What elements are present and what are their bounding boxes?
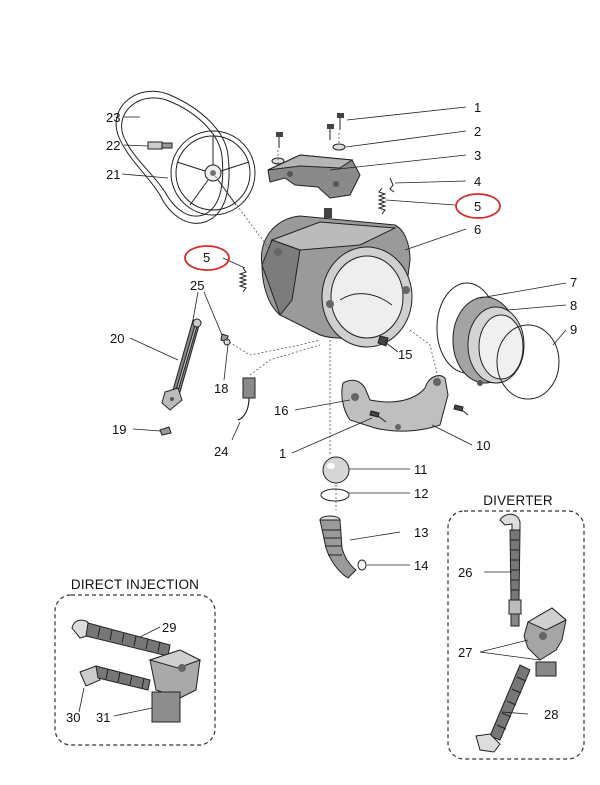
injection-pump bbox=[148, 649, 202, 723]
spring-left bbox=[238, 267, 248, 293]
drive-belt bbox=[115, 90, 230, 224]
guide-lines bbox=[212, 133, 441, 510]
callout-30: 30 bbox=[66, 710, 80, 725]
small-clamp bbox=[357, 559, 367, 571]
tub-assembly bbox=[260, 208, 413, 348]
callout-26: 26 bbox=[458, 565, 472, 580]
direct-injection-box: DIRECT INJECTION bbox=[54, 576, 216, 746]
direct-injection-title: DIRECT INJECTION bbox=[71, 577, 199, 592]
drain-hose bbox=[319, 515, 357, 579]
callout-16: 16 bbox=[274, 403, 288, 418]
callout-11: 11 bbox=[414, 462, 428, 477]
pulley-bolt bbox=[147, 141, 173, 150]
hook-clip bbox=[389, 177, 395, 193]
callout-29: 29 bbox=[162, 620, 176, 635]
callout-24: 24 bbox=[214, 444, 228, 459]
callout-6: 6 bbox=[474, 222, 481, 237]
callout-18: 18 bbox=[214, 381, 228, 396]
callout-19: 19 bbox=[112, 422, 126, 437]
callout-3: 3 bbox=[474, 148, 481, 163]
callout-22: 22 bbox=[106, 138, 120, 153]
callout-12: 12 bbox=[414, 486, 428, 501]
washers bbox=[271, 143, 346, 165]
foot-clip bbox=[159, 426, 172, 436]
callout-9: 9 bbox=[570, 322, 577, 337]
callout-28: 28 bbox=[544, 707, 558, 722]
injection-hose-upper bbox=[71, 619, 171, 657]
shock-pin bbox=[220, 333, 231, 346]
callout-13: 13 bbox=[414, 525, 428, 540]
diverter-inlet-hose bbox=[499, 513, 522, 627]
bracket-bolts bbox=[369, 404, 469, 423]
door-gasket bbox=[452, 296, 525, 386]
highlight-ovals bbox=[184, 193, 501, 271]
callout-5-left: 5 bbox=[203, 250, 210, 265]
spring-right bbox=[377, 187, 387, 215]
callout-5-right: 5 bbox=[474, 199, 481, 214]
air-chamber-hose bbox=[237, 377, 256, 421]
callout-31: 31 bbox=[96, 710, 110, 725]
rear-support-bracket bbox=[341, 375, 449, 432]
callout-10: 10 bbox=[476, 438, 490, 453]
callout-numbers: 1 2 3 4 5 6 7 8 9 10 11 12 13 14 15 16 1… bbox=[66, 100, 577, 725]
callout-2: 2 bbox=[474, 124, 481, 139]
outer-clamp bbox=[496, 324, 560, 400]
callout-8: 8 bbox=[570, 298, 577, 313]
pulley-wheel bbox=[170, 130, 256, 216]
diverter-valve bbox=[523, 607, 567, 677]
top-bolts bbox=[276, 113, 344, 148]
shock-absorber bbox=[161, 318, 202, 411]
drain-ball bbox=[322, 456, 350, 484]
callout-1: 1 bbox=[474, 100, 481, 115]
callout-21: 21 bbox=[106, 167, 120, 182]
callout-20: 20 bbox=[110, 331, 124, 346]
injection-hose-lower bbox=[79, 665, 151, 691]
leader-lines bbox=[78, 106, 567, 717]
callout-7: 7 bbox=[570, 275, 577, 290]
diverter-title: DIVERTER bbox=[483, 493, 553, 508]
callout-25: 25 bbox=[190, 278, 204, 293]
callout-1-lower: 1 bbox=[279, 446, 286, 461]
diverter-box: DIVERTER bbox=[447, 492, 585, 760]
callout-27: 27 bbox=[458, 645, 472, 660]
callout-14: 14 bbox=[414, 558, 428, 573]
hose-clamp bbox=[320, 488, 350, 502]
callout-23: 23 bbox=[106, 110, 120, 125]
diverter-outlet-hose bbox=[475, 664, 531, 753]
callout-15: 15 bbox=[398, 347, 412, 362]
counterweight-bracket bbox=[267, 154, 361, 199]
callout-4: 4 bbox=[474, 174, 481, 189]
